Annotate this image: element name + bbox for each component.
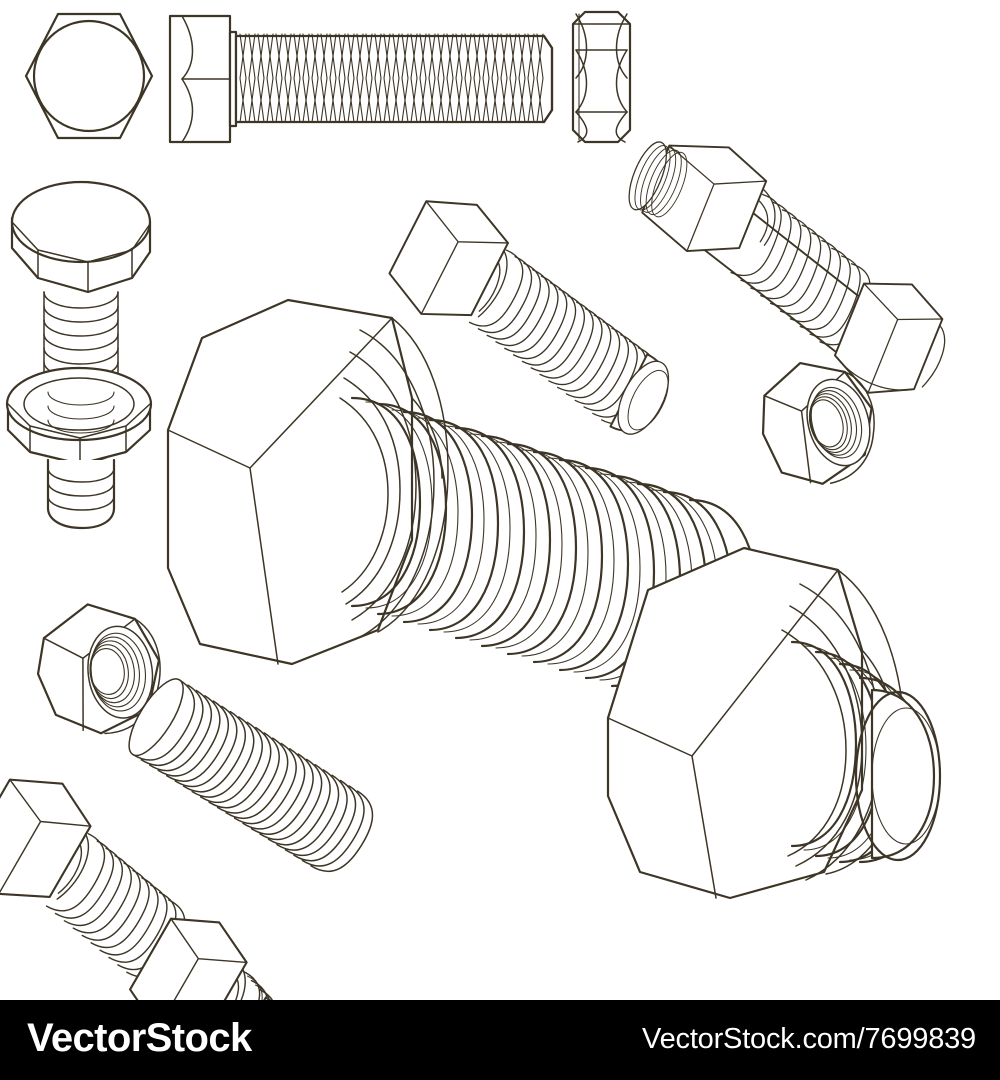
large-hex-head — [166, 298, 449, 666]
object-bolt-middle-right — [388, 200, 670, 435]
internal-thread — [89, 632, 146, 712]
object-threaded-rod-lower — [128, 678, 374, 872]
internal-thread — [808, 386, 863, 459]
line-art-illustration — [0, 0, 1000, 1000]
object-bolt-large-center — [166, 298, 942, 900]
thread-stub — [628, 141, 688, 218]
thread-end — [46, 458, 116, 530]
object-bolt-vertical-left — [5, 180, 153, 530]
artwork-background — [0, 0, 1000, 1000]
object-hex-bolt-side-view — [168, 14, 554, 144]
thread-coils — [132, 679, 374, 872]
watermark-footer: VectorStock VectorStock.com/7699839 — [0, 1000, 1000, 1080]
object-bolt-nut-bottom-left — [0, 778, 287, 1000]
thread-coils — [468, 249, 656, 425]
object-bolt-nut-top-right — [628, 141, 946, 394]
object-hex-nut-front-view — [571, 10, 632, 144]
object-hex-nut-lower-left — [36, 603, 161, 735]
vectorstock-logo: VectorStock — [27, 1016, 252, 1060]
thread-end — [201, 970, 287, 1000]
object-hex-nut-right — [761, 361, 875, 485]
vectorstock-url: VectorStock.com/7699839 — [642, 1023, 976, 1055]
artwork-canvas — [0, 0, 1000, 1000]
large-thread-end — [790, 640, 942, 864]
object-hex-head-top-view — [24, 12, 154, 140]
